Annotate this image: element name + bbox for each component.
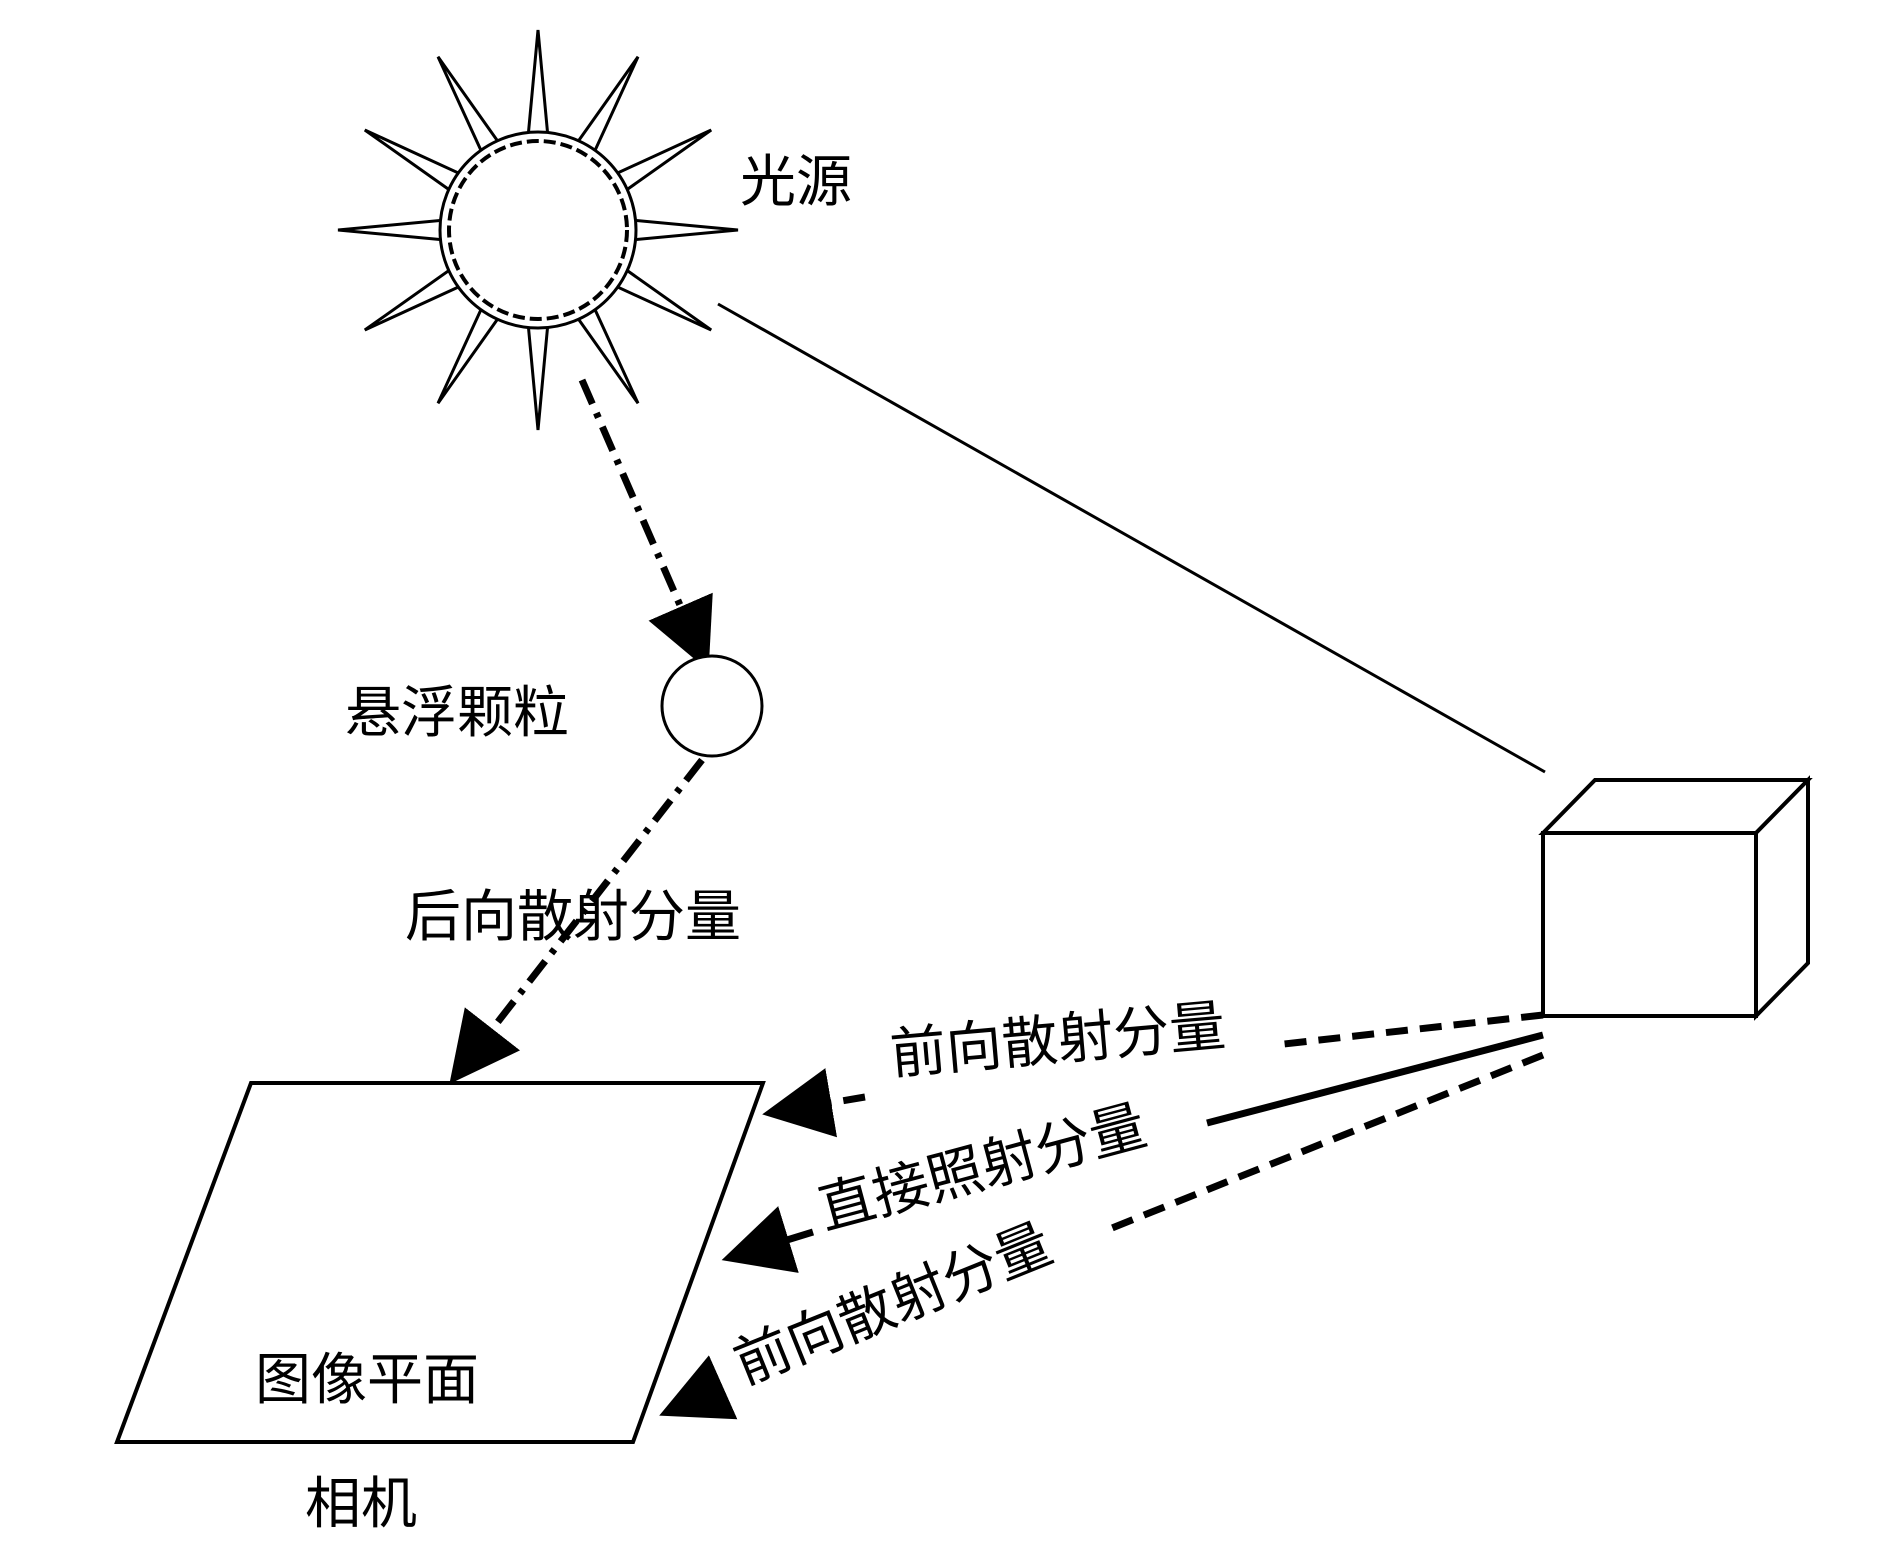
light-source-icon	[337, 29, 739, 431]
sun-ray	[526, 29, 550, 141]
forward-scatter-top-line	[1274, 1011, 1544, 1049]
backscatter-label: 后向散射分量	[405, 885, 741, 950]
sun-ray	[436, 55, 504, 159]
forward-scatter-bottom-arrow	[659, 1355, 738, 1420]
direct-component-arrow	[721, 1206, 815, 1273]
suspended-particle-label: 悬浮颗粒	[345, 681, 569, 746]
sun-ray	[572, 55, 640, 159]
sun-inner-ring	[447, 139, 629, 321]
target-object-cube	[1538, 775, 1813, 1021]
suspended-particle-icon	[660, 654, 764, 758]
image-plane-label: 图像平面	[255, 1348, 479, 1413]
sun-ray	[436, 301, 504, 405]
camera-label: 相机	[305, 1472, 417, 1537]
sun-ray	[609, 264, 713, 332]
cube-front-face	[1541, 831, 1758, 1018]
sun-ray	[627, 218, 739, 242]
sun-ray	[609, 128, 713, 196]
sun-ray	[363, 128, 467, 196]
sun-ray	[337, 218, 449, 242]
image-plane-shape	[114, 1081, 766, 1444]
sun-ray	[526, 319, 550, 431]
sun-ray	[363, 264, 467, 332]
forward-scatter-bottom-line	[1105, 1051, 1545, 1234]
backscatter-arrow	[449, 757, 705, 1085]
light-source-label: 光源	[740, 150, 852, 215]
forward-scatter-top-arrow	[762, 1068, 866, 1138]
illumination-line	[717, 302, 1546, 774]
backscatter-incident-arrow	[578, 378, 713, 671]
direct-component-line	[1206, 1031, 1544, 1127]
